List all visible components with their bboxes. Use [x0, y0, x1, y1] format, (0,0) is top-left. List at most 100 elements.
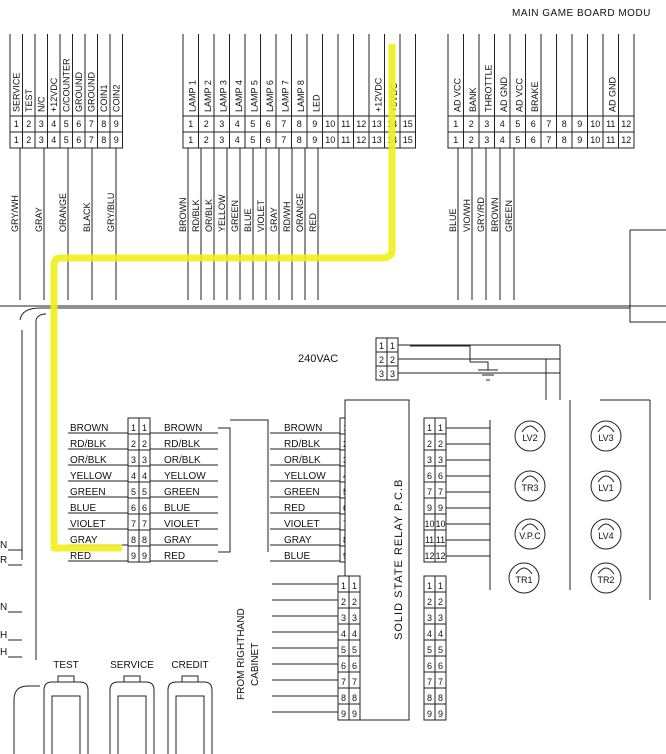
lamp-lv4: LV4: [590, 518, 622, 550]
wire-color-label: GRY/BLU: [106, 193, 116, 232]
lamp-lv1: LV1: [590, 470, 622, 502]
lamp-label: TR3: [521, 483, 538, 493]
wire-label-left: RED: [70, 551, 91, 562]
pin-number: 9: [312, 135, 317, 145]
pin-header-label: BANK: [468, 87, 478, 112]
pin-number: 5: [341, 645, 346, 655]
pin-number: 3: [352, 613, 357, 623]
pin-number: 11: [436, 535, 445, 545]
pin-number: 11: [606, 135, 615, 145]
pin-number: 8: [101, 135, 106, 145]
wire-label-left: YELLOW: [70, 471, 112, 482]
right-board-outline: [629, 229, 666, 322]
pin-number: 3: [39, 135, 44, 145]
top-connector-strips: SERVICE11TEST22N/C33+12VDC44C/COUNTER55G…: [9, 34, 635, 300]
pin-number: 7: [281, 135, 286, 145]
wire-label-left: RED: [284, 503, 305, 514]
pin-number: 8: [438, 693, 443, 703]
pin-number: 7: [546, 119, 551, 129]
pin-number: 12: [621, 135, 631, 145]
pin-number: 2: [204, 119, 209, 129]
pin-number: 6: [142, 503, 147, 513]
pin-number: 9: [312, 119, 317, 129]
pin-header-label: COIN1: [99, 84, 109, 112]
pin-number: 7: [89, 135, 94, 145]
wire-label-left: YELLOW: [284, 471, 326, 482]
wire-color-label: BROWN: [490, 198, 500, 233]
pin-number: 3: [390, 369, 395, 379]
pin-number: 10: [590, 119, 600, 129]
pin-number: 6: [531, 119, 536, 129]
pin-number: 6: [76, 135, 81, 145]
pin-number: 2: [352, 597, 357, 607]
edge-mark: N: [0, 540, 7, 551]
pin-number: 4: [235, 119, 240, 129]
pin-number: 3: [438, 613, 443, 623]
wire-label-left: BLUE: [284, 551, 310, 562]
relay-label: SOLID STATE RELAY P.C.B: [393, 479, 405, 640]
relay-board-outline: [344, 399, 410, 721]
pin-number: 13: [372, 119, 382, 129]
pin-number: 8: [297, 135, 302, 145]
pin-header-label: AD GND: [499, 76, 509, 112]
pin-number: 9: [427, 503, 432, 513]
harness-bus-left: [19, 307, 666, 323]
pin-header-label: BRAKE: [530, 81, 540, 112]
pin-number: 3: [219, 119, 224, 129]
pin-number: 4: [352, 629, 357, 639]
pin-number: 4: [438, 629, 443, 639]
pin-number: 9: [341, 709, 346, 719]
wire-label-right: OR/BLK: [164, 455, 201, 466]
pin-header-label: LAMP 8: [296, 80, 306, 112]
wire-color-label: GREEN: [230, 200, 240, 232]
pin-number: 8: [427, 693, 432, 703]
pin-number: 5: [515, 135, 520, 145]
pin-header-label: LAMP 5: [250, 80, 260, 112]
from-cabinet-label-1: FROM RIGHTHAND: [236, 608, 247, 700]
wire-color-label: RD/WH: [282, 202, 292, 233]
lamp-label: LV1: [598, 483, 613, 493]
wire-color-label: VIO/WH: [462, 199, 472, 232]
pin-number: 7: [281, 119, 286, 129]
pin-number: 7: [427, 677, 432, 687]
pin-header-label: SERVICE: [12, 73, 22, 112]
lamp-label: TR2: [597, 575, 614, 585]
wire-label-left: OR/BLK: [284, 455, 321, 466]
pin-number: 6: [76, 119, 81, 129]
pin-number: 2: [204, 135, 209, 145]
pin-number: 8: [352, 693, 357, 703]
pin-number: 9: [427, 709, 432, 719]
pin-number: 6: [438, 471, 443, 481]
wire-color-label: ORANGE: [295, 193, 305, 232]
pin-number: 2: [427, 597, 432, 607]
wire-color-label: RD/BLK: [191, 199, 201, 232]
lamp-label: V.P.C: [519, 531, 541, 541]
pin-number: 7: [438, 487, 443, 497]
pin-number: 4: [235, 135, 240, 145]
wire-color-label: GRAY: [269, 207, 279, 232]
pin-number: 8: [562, 135, 567, 145]
pin-number: 3: [341, 613, 346, 623]
pin-number: 2: [341, 597, 346, 607]
wire-color-label: ORANGE: [58, 193, 68, 232]
pin-number: 6: [341, 661, 346, 671]
pin-number: 6: [352, 661, 357, 671]
pin-header-label: +12VDC: [49, 77, 59, 112]
pin-number: 7: [546, 135, 551, 145]
pin-number: 2: [427, 439, 432, 449]
pin-number: 4: [427, 629, 432, 639]
pin-number: 12: [356, 135, 366, 145]
pin-number: 2: [390, 355, 395, 365]
pin-number: 7: [89, 119, 94, 129]
lamp-vpc: V.P.C: [514, 518, 546, 550]
pin-number: 12: [435, 551, 445, 561]
pin-number: 1: [14, 135, 19, 145]
pin-number: 11: [606, 119, 615, 129]
pin-header-label: THROTTLE: [484, 64, 494, 112]
pin-number: 1: [341, 581, 346, 591]
highlighted-5vdc-trace: [50, 44, 396, 552]
edge-mark: R: [0, 555, 7, 566]
pin-header-label: LED: [312, 94, 322, 112]
